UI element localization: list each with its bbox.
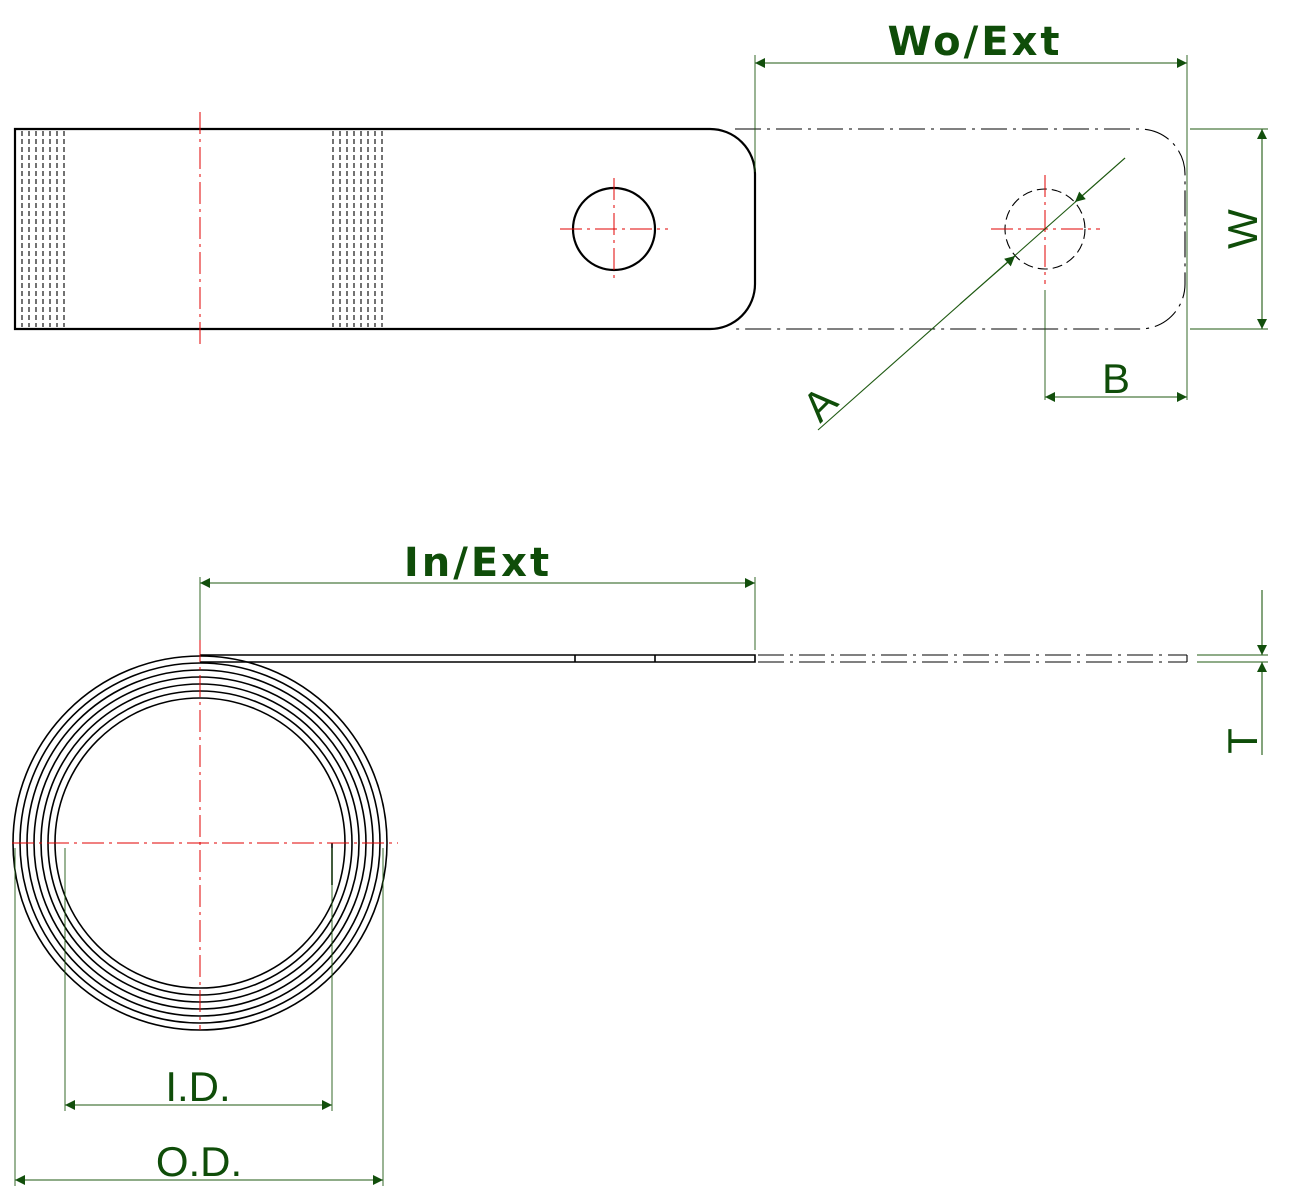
w-label: W — [1219, 209, 1266, 249]
wo-ext-label: Wo/Ext — [887, 19, 1062, 65]
side-view: In/Ext T — [12, 540, 1268, 1186]
left-coil-hatch — [21, 131, 65, 327]
extended-strip-phantom — [735, 128, 1186, 330]
id-label: I.D. — [165, 1063, 230, 1110]
strip-outline — [13, 127, 757, 331]
top-view: Wo/Ext W A B — [13, 19, 1268, 431]
extended-strip-edge-phantom — [758, 654, 1188, 663]
a-label: A — [793, 377, 846, 430]
outgoing-strip — [200, 654, 756, 663]
middle-coil-hatch — [332, 131, 383, 327]
b-label: B — [1102, 355, 1130, 402]
in-ext-label: In/Ext — [404, 540, 552, 586]
od-label: O.D. — [156, 1138, 242, 1185]
t-label: T — [1219, 728, 1266, 754]
